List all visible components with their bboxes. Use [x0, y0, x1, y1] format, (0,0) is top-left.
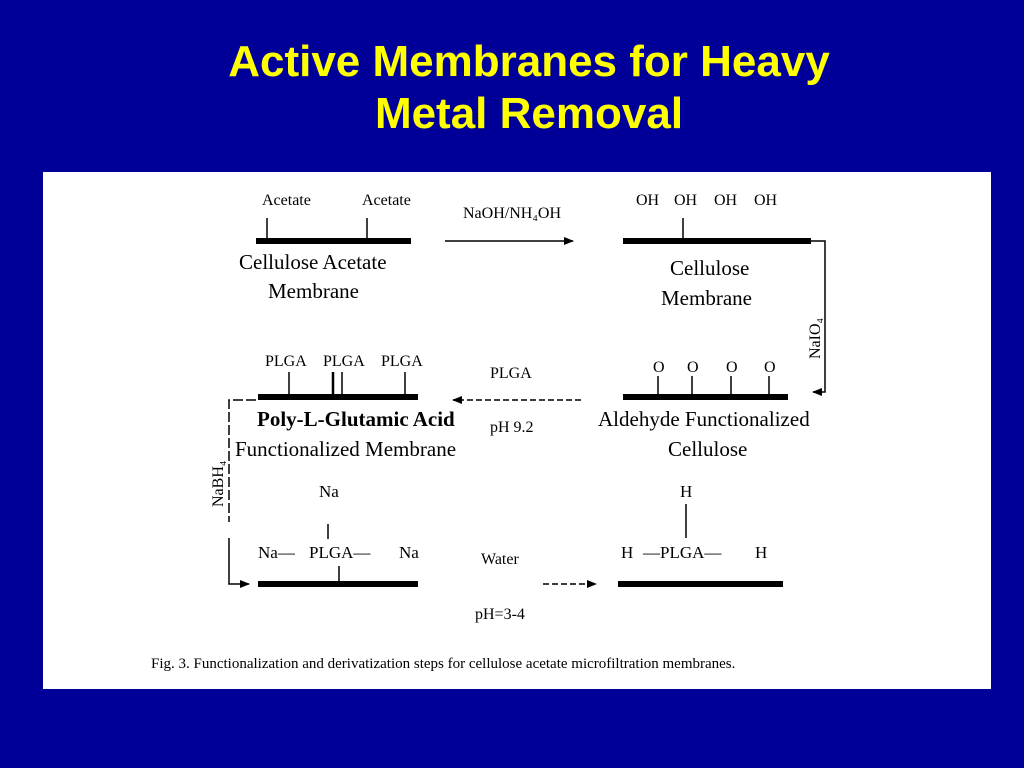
reaction-scheme: Acetate Acetate Cellulose Acetate Membra…	[151, 192, 826, 672]
arrow-line-4	[228, 399, 256, 522]
plga-label-2: Functionalized Membrane	[235, 437, 456, 461]
membrane-bar-4	[258, 394, 418, 400]
na-top: Na	[319, 482, 339, 501]
arrow-reduction: NaBH₄	[210, 399, 256, 588]
na-left: Na—	[258, 543, 296, 562]
slide-title-line1: Active Membranes for Heavy	[228, 37, 830, 86]
cellulose-acetate-label: Cellulose Acetate	[239, 250, 387, 274]
cellulose-membrane: OH OH OH OH Cellulose Membrane	[623, 192, 811, 310]
plga-group-1: PLGA	[265, 353, 307, 370]
reagent-naoh: NaOH/NH₄OH	[463, 205, 561, 222]
plga-center-h: —PLGA—	[642, 543, 722, 562]
o-group-3: O	[726, 359, 738, 376]
h-top: H	[680, 482, 692, 501]
oh-group-1: OH	[636, 192, 660, 209]
plga-group-3: PLGA	[381, 353, 423, 370]
aldehyde-cellulose: O O O O Aldehyde Functionalized Cellulos…	[598, 359, 810, 461]
o-group-4: O	[764, 359, 776, 376]
figure-caption: Fig. 3. Functionalization and derivatiza…	[151, 656, 735, 672]
oh-group-4: OH	[754, 192, 778, 209]
sodium-plga-membrane: Na Na— PLGA— Na	[258, 482, 419, 587]
o-group-1: O	[653, 359, 665, 376]
oh-group-3: OH	[714, 192, 738, 209]
figure-panel: Acetate Acetate Cellulose Acetate Membra…	[43, 172, 991, 689]
h-left: H	[621, 543, 633, 562]
aldehyde-label: Aldehyde Functionalized	[598, 407, 810, 431]
arrow-hydrolysis: NaOH/NH₄OH	[445, 205, 574, 245]
aldehyde-label-2: Cellulose	[668, 437, 747, 461]
slide-title: Active Membranes for Heavy Metal Removal	[0, 36, 1024, 140]
membrane-bar-5	[258, 581, 418, 587]
condition-ph34: pH=3-4	[475, 606, 525, 623]
arrow-line-4b	[228, 538, 250, 588]
reagent-nabh4: NaBH₄	[210, 460, 227, 507]
arrow-line-2	[811, 240, 826, 396]
plga-membrane: PLGA PLGA PLGA Poly-L-Glutamic Acid Func…	[235, 353, 456, 461]
cellulose-acetate-label-2: Membrane	[268, 279, 359, 303]
slide-title-line2: Metal Removal	[374, 89, 684, 138]
plga-group-2: PLGA	[323, 353, 365, 370]
reagent-plga: PLGA	[490, 365, 532, 382]
condition-ph92: pH 9.2	[490, 419, 534, 436]
reagent-naio4: NaIO₄	[807, 317, 824, 359]
na-right: Na	[399, 543, 419, 562]
plga-center: PLGA—	[309, 543, 371, 562]
membrane-bar-6	[618, 581, 783, 587]
cellulose-acetate-membrane: Acetate Acetate Cellulose Acetate Membra…	[239, 192, 411, 303]
hydrogen-plga-membrane: H H —PLGA— H	[618, 482, 783, 587]
arrow-acidification: Water pH=3-4	[475, 551, 597, 623]
reagent-water: Water	[481, 551, 519, 568]
membrane-bar-3	[623, 394, 788, 400]
arrow-plga-coupling: PLGA pH 9.2	[452, 365, 581, 436]
oh-group-2: OH	[674, 192, 698, 209]
membrane-bar-2	[623, 238, 811, 244]
acetate-group-1: Acetate	[262, 192, 311, 209]
plga-label: Poly-L-Glutamic Acid	[257, 407, 455, 431]
arrow-oxidation: NaIO₄	[807, 240, 826, 396]
cellulose-label-2: Membrane	[661, 286, 752, 310]
o-group-2: O	[687, 359, 699, 376]
h-right: H	[755, 543, 767, 562]
acetate-group-2: Acetate	[362, 192, 411, 209]
cellulose-label: Cellulose	[670, 256, 749, 280]
membrane-bar-1	[256, 238, 411, 244]
